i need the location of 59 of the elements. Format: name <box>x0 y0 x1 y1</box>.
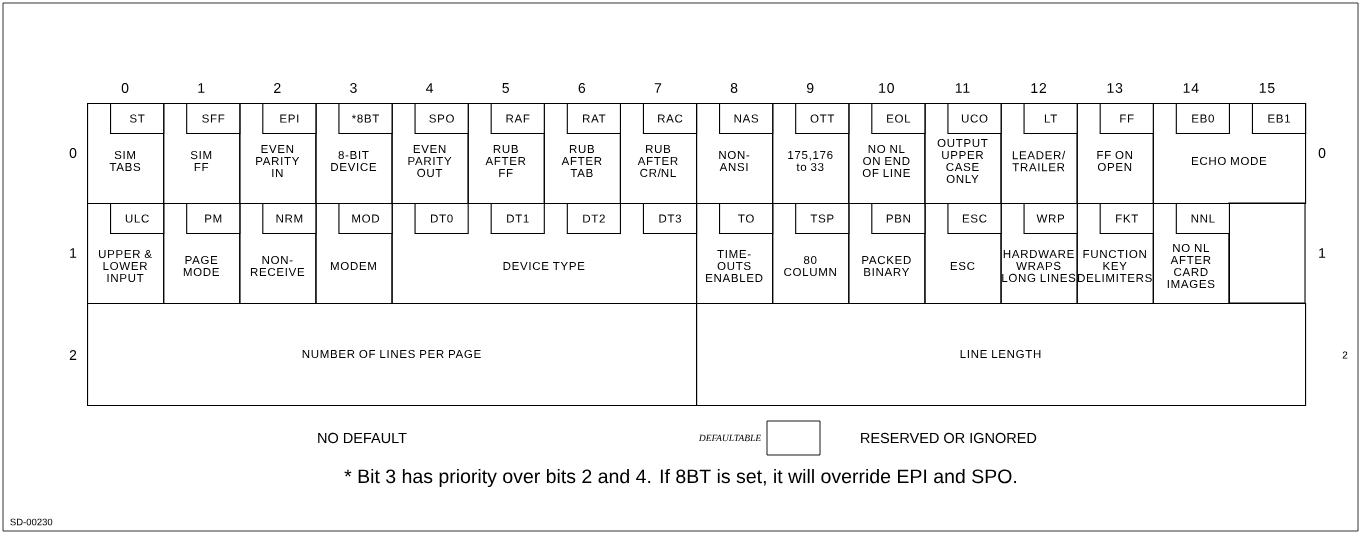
mnemonic-box: FKT <box>1099 203 1154 235</box>
field-cell: LINE LENGTH <box>696 303 1307 407</box>
legend-text: NO DEFAULT <box>318 432 407 444</box>
column-number: 1 <box>198 83 205 93</box>
legend-text: RESERVED OR IGNORED <box>861 432 1037 444</box>
row-number: 1 <box>1319 248 1326 258</box>
mnemonic-box: EPI <box>262 103 317 135</box>
mnemonic-box: DT1 <box>490 203 545 235</box>
mnemonic-box: WRP <box>1023 203 1078 235</box>
legend-text: DEFAULTABLE <box>698 434 761 442</box>
mnemonic-box: DT2 <box>566 203 621 235</box>
column-number: 8 <box>730 83 738 93</box>
column-number: 9 <box>806 83 814 93</box>
mnemonic-box: UCO <box>947 103 1002 135</box>
row-number: 1 <box>70 248 77 258</box>
column-number: 13 <box>1107 83 1123 93</box>
field-cell: NUMBER OF LINES PER PAGE <box>87 303 698 407</box>
footnote: * Bit 3 has priority over bits 2 and 4. If 8BT is set, it will override EPI and SPO. <box>344 468 1017 488</box>
column-number: 14 <box>1183 83 1199 93</box>
mnemonic-box: ULC <box>110 203 165 235</box>
mnemonic-box: *8BT <box>338 103 393 135</box>
column-number: 11 <box>955 83 970 93</box>
row-number: 2 <box>1342 351 1348 359</box>
mnemonic-box: ESC <box>947 203 1002 235</box>
mnemonic-box: NAS <box>719 103 774 135</box>
row-number: 0 <box>1318 148 1326 158</box>
column-number: 12 <box>1031 83 1047 93</box>
mnemonic-box: ST <box>110 103 165 135</box>
column-number: 2 <box>274 83 281 93</box>
mnemonic-box: FF <box>1099 103 1154 135</box>
mnemonic-box: DT3 <box>642 203 698 235</box>
mnemonic-box: EOL <box>871 103 926 135</box>
column-number: 3 <box>350 83 357 93</box>
mnemonic-box: EB0 <box>1175 103 1230 135</box>
column-number: 10 <box>879 83 894 93</box>
mnemonic-box: SPO <box>414 103 469 135</box>
mnemonic-box: TO <box>719 203 774 235</box>
mnemonic-box: PBN <box>871 203 926 235</box>
column-number: 4 <box>426 83 434 93</box>
mnemonic-box: RAT <box>566 103 621 135</box>
mnemonic-box: RAC <box>642 103 698 135</box>
mnemonic-box: TSP <box>795 203 850 235</box>
reserved-cell <box>1228 202 1306 304</box>
row-number: 0 <box>69 148 77 158</box>
mnemonic-box: MOD <box>338 203 393 235</box>
column-number: 15 <box>1259 83 1275 93</box>
mnemonic-box: DT0 <box>414 203 469 235</box>
column-number: 6 <box>578 83 586 93</box>
mnemonic-box: NNL <box>1175 203 1230 235</box>
column-number: 5 <box>502 83 509 93</box>
column-number: 7 <box>654 83 662 93</box>
drawing-number: SD-00230 <box>10 518 53 526</box>
mnemonic-box: SFF <box>186 103 241 135</box>
mnemonic-box: RAF <box>490 103 545 135</box>
mnemonic-box: LT <box>1023 103 1078 135</box>
mnemonic-box: PM <box>186 203 241 235</box>
mnemonic-box: OTT <box>795 103 850 135</box>
mnemonic-box: EB1 <box>1251 103 1307 135</box>
mnemonic-box: NRM <box>262 203 317 235</box>
